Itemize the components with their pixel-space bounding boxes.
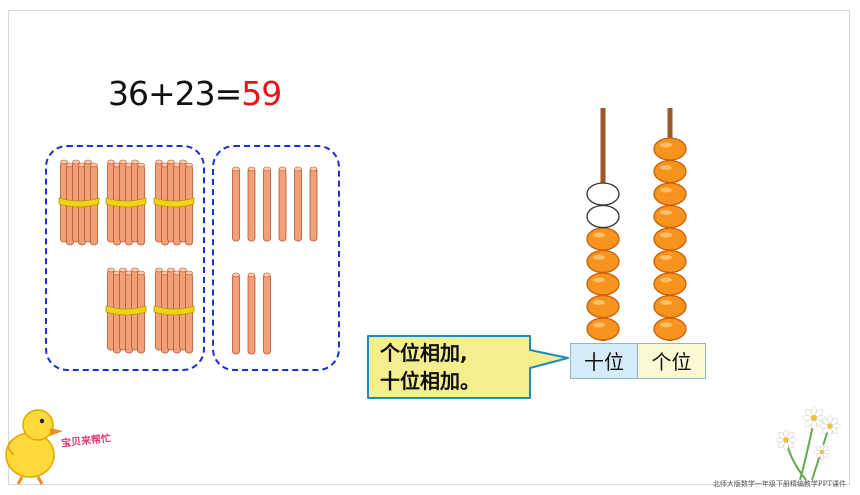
abacus-bead [653, 159, 687, 184]
tens-bundle-group [45, 145, 205, 371]
stick-bundles [58, 159, 195, 354]
speech-bubble: 个位相加, 十位相加。 [380, 339, 480, 395]
equation: 36+23=59 [108, 74, 282, 113]
equation-result: 59 [241, 74, 282, 113]
abacus-bead [586, 249, 620, 274]
ones-place-label: 个位 [638, 343, 706, 379]
duck-mascot-icon [5, 409, 63, 485]
speech-line-2: 十位相加。 [380, 369, 480, 393]
abacus-bead [653, 294, 687, 319]
abacus-bead [586, 272, 620, 296]
equation-expression: 36+23= [108, 74, 242, 113]
abacus-bead [586, 317, 620, 341]
single-stick [232, 166, 240, 242]
stick-bundle [153, 159, 195, 246]
watermark: 北师大版数学一年级下册精编教学PPT课件 [712, 480, 846, 488]
single-stick [263, 166, 271, 242]
single-stick [309, 166, 318, 242]
stick-bundle [58, 159, 100, 246]
abacus-bead [653, 272, 687, 296]
single-stick [263, 272, 271, 355]
single-stick [247, 166, 256, 242]
abacus-bead [586, 227, 620, 251]
single-stick-group [212, 145, 340, 371]
abacus-bead [653, 137, 687, 161]
stick-bundle [105, 267, 147, 354]
single-stick [232, 272, 240, 355]
single-stick [294, 166, 302, 242]
abacus [586, 108, 687, 341]
tens-place-label: 十位 [570, 343, 638, 379]
abacus-bead [653, 249, 687, 274]
abacus-bead [653, 227, 687, 251]
slide-frame [8, 10, 850, 485]
flower-decoration-icon [775, 406, 841, 481]
stick-bundle [105, 159, 147, 246]
speech-bubble-shape [367, 335, 569, 399]
single-stick [278, 166, 287, 242]
abacus-empty-bead [586, 204, 620, 229]
abacus-bead [586, 294, 620, 319]
abacus-bead [653, 204, 687, 229]
abacus-bead [653, 182, 687, 206]
abacus-empty-bead [586, 182, 620, 206]
single-sticks [232, 166, 318, 355]
single-stick [247, 272, 256, 355]
speech-line-1: 个位相加, [380, 341, 468, 365]
abacus-bead [653, 317, 687, 341]
stick-bundle [153, 267, 195, 354]
